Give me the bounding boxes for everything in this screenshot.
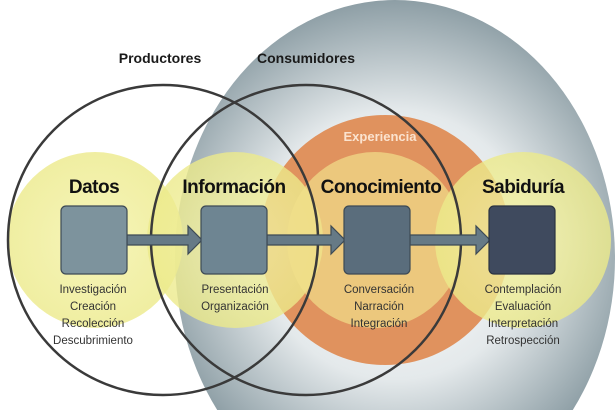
experience-label: Experiencia (344, 129, 418, 144)
arrow-icon (266, 224, 346, 256)
stage-item: Descubrimiento (53, 335, 133, 347)
conocimiento-box (343, 205, 411, 275)
informacion-box (200, 205, 268, 275)
stage-title-sabiduria: Sabiduría (482, 177, 565, 198)
stage-item: Contemplación (485, 284, 562, 296)
stage-title-conocimiento: Conocimiento (321, 177, 442, 198)
stage-item: Presentación (201, 284, 268, 296)
sabiduria-items: Contemplación Evaluación Interpretación … (485, 284, 562, 347)
datos-box (60, 205, 128, 275)
arrow-icon (126, 224, 203, 256)
stage-item: Retrospección (486, 335, 560, 347)
stage-title-informacion: Información (182, 177, 285, 198)
stage-item: Narración (354, 301, 404, 313)
informacion-items: Presentación Organización (201, 284, 269, 313)
stage-item: Recolección (62, 318, 125, 330)
stage-item: Organización (201, 301, 269, 313)
datos-items: Investigación Creación Recolección Descu… (53, 284, 133, 347)
stage-item: Investigación (59, 284, 126, 296)
stage-item: Creación (70, 301, 116, 313)
producers-label: Productores (119, 50, 202, 66)
sabiduria-box (488, 205, 556, 275)
arrow-icon (409, 224, 491, 256)
flow-arrows (126, 224, 491, 256)
stage-item: Evaluación (495, 301, 551, 313)
stage-item: Interpretación (488, 318, 558, 330)
stage-title-datos: Datos (69, 177, 119, 198)
stage-item: Integración (351, 318, 408, 330)
conocimiento-items: Conversación Narración Integración (344, 284, 414, 330)
stage-item: Conversación (344, 284, 414, 296)
consumers-label: Consumidores (257, 50, 355, 66)
